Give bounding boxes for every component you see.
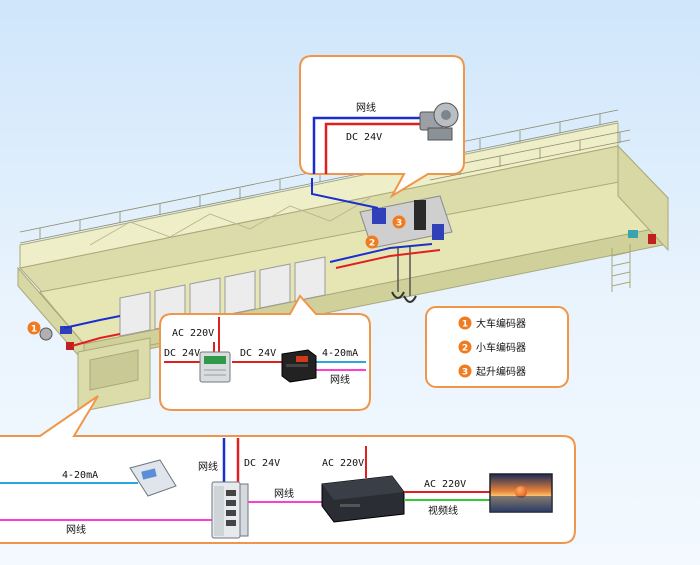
top-dc-label: DC 24V [346, 132, 382, 143]
legend-item-1: 1 大车编码器 [458, 316, 526, 330]
mid-net-label: 网线 [330, 373, 350, 386]
marker-1: 1 [27, 321, 41, 335]
trolley [359, 195, 453, 303]
legend-item-2: 2 小车编码器 [458, 340, 526, 354]
monitor-icon [489, 473, 553, 513]
recorder-ac-label: AC 220V [322, 458, 364, 469]
ladder [611, 244, 631, 292]
marker-1-label: 1 [31, 325, 37, 335]
operator-cab [77, 337, 181, 413]
legend-item-3-label: 起升编码器 [476, 365, 526, 378]
marker-3: 3 [392, 215, 406, 229]
crane-cables [63, 178, 441, 347]
bottom-net-label-left: 网线 [66, 523, 86, 536]
long-travel-encoder [39, 326, 74, 350]
link-net-label: 网线 [274, 487, 294, 500]
legend-item-2-num: 2 [462, 344, 468, 354]
legend-item-3: 3 起升编码器 [458, 364, 526, 378]
right-end-device-red [648, 234, 656, 244]
legend: 1 大车编码器 2 小车编码器 3 起升编码器 [425, 306, 569, 388]
video-label: 视频线 [428, 504, 458, 517]
mid-ma-label: 4-20mA [322, 348, 358, 359]
power-supply-icon [199, 351, 231, 383]
hoist-encoder-icon [419, 102, 459, 141]
top-dc-line [324, 122, 420, 174]
mid-dc-label-2: DC 24V [240, 348, 276, 359]
top-callout-bubble [299, 55, 465, 199]
top-net-line [312, 116, 420, 174]
top-net-label: 网线 [356, 101, 376, 114]
display-ac-label: AC 220V [424, 479, 466, 490]
industrial-switch-icon [211, 481, 249, 539]
display-meter-icon [129, 459, 177, 497]
bottom-panel: 4-20mA 网线 网线 DC 24V 网线 AC 220V [0, 395, 576, 544]
middle-callout: AC 220V DC 24V DC 24V 4-20mA 网线 [159, 294, 371, 411]
back-truss [89, 197, 371, 246]
video-recorder-icon [321, 475, 405, 523]
top-callout: 网线 DC 24V [299, 55, 465, 199]
marker-2: 2 [365, 235, 379, 249]
mid-dc-label-1: DC 24V [164, 348, 200, 359]
switch-dc-label: DC 24V [244, 458, 280, 469]
plc-module-icon [281, 349, 317, 383]
right-end-device [628, 230, 638, 238]
legend-item-2-label: 小车编码器 [476, 341, 526, 354]
marker-3-label: 3 [396, 219, 402, 229]
marker-2-label: 2 [369, 239, 375, 249]
bottom-panel-bubble [0, 395, 576, 544]
mid-ac-label: AC 220V [172, 328, 214, 339]
legend-item-1-label: 大车编码器 [476, 317, 526, 330]
bottom-ma-label: 4-20mA [62, 470, 98, 481]
legend-item-1-num: 1 [462, 320, 468, 330]
legend-item-3-num: 3 [462, 368, 468, 378]
switch-net-label: 网线 [198, 460, 218, 473]
end-carriage-right [617, 144, 669, 252]
